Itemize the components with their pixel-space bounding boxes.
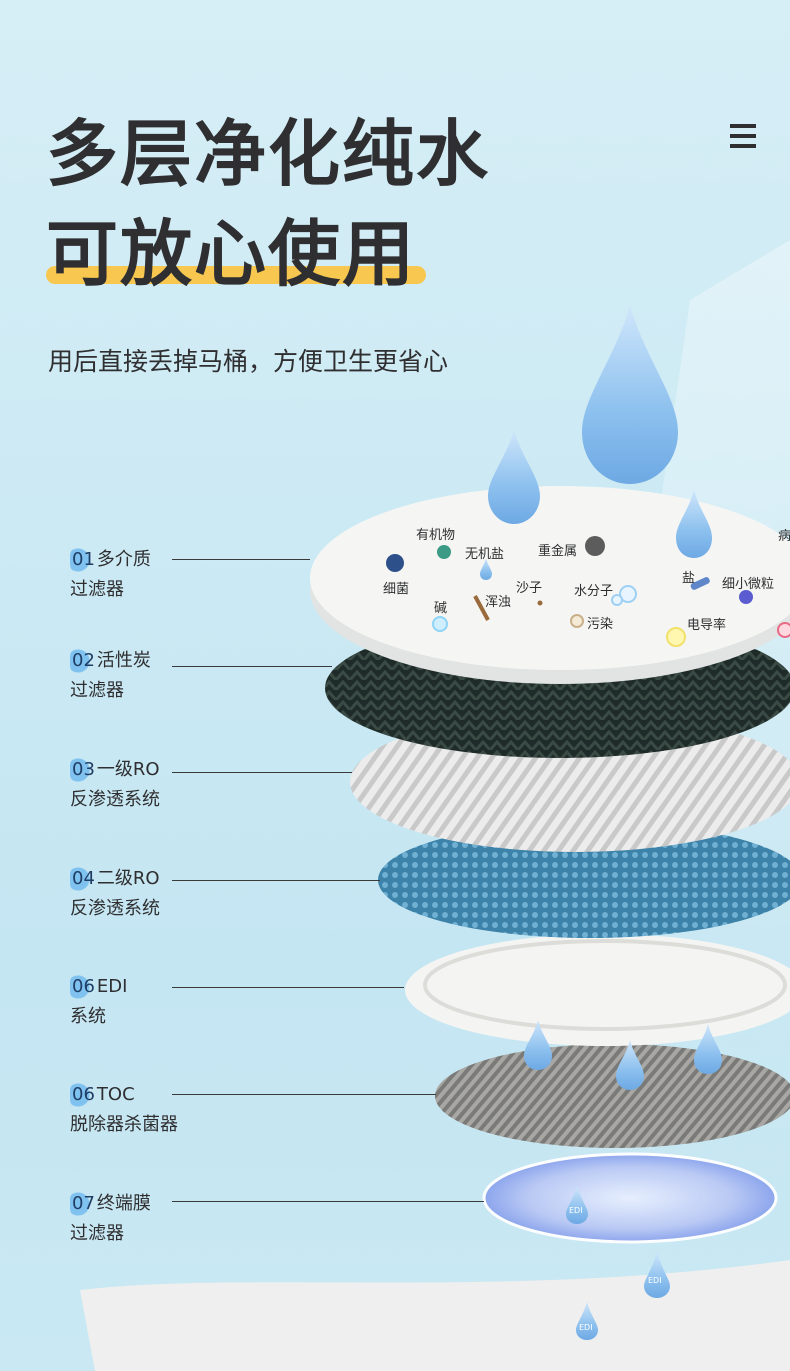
- leader-line: [172, 1201, 484, 1202]
- layer-subname: 系统: [70, 1006, 106, 1027]
- contaminant-label: 沙子: [516, 581, 543, 596]
- layer-number: 01: [70, 545, 97, 575]
- contaminant-label: 水分子: [574, 584, 614, 599]
- headline-line-1: 多层净化纯水: [46, 112, 491, 196]
- layer-name: 活性炭: [96, 650, 151, 671]
- layer-name: 多介质: [96, 549, 151, 570]
- layer-subname: 过滤器: [70, 1223, 124, 1244]
- headline-highlight: [46, 266, 426, 284]
- layer-subname: 反渗透系统: [70, 789, 160, 810]
- subtitle: 用后直接丢掉马桶，方便卫生更省心: [48, 347, 449, 376]
- contaminant-label: 浑浊: [485, 595, 512, 610]
- drop-edi-label: EDI: [579, 1323, 593, 1332]
- leader-line: [172, 559, 310, 560]
- leader-line: [172, 666, 332, 667]
- layer-subname: 过滤器: [70, 579, 124, 600]
- layer-subname: 脱除器杀菌器: [70, 1114, 178, 1135]
- contaminant-label: 有机物: [416, 528, 456, 543]
- drop-edi-label: EDI: [648, 1276, 662, 1285]
- headline-line-2: 可放心使用: [46, 212, 417, 296]
- contaminant-label: 电导率: [687, 618, 727, 633]
- layer-name: 一级RO: [96, 759, 160, 780]
- contaminant-label: 重金属: [538, 544, 578, 559]
- layer-subname: 反渗透系统: [70, 898, 160, 919]
- layer-number: 07: [70, 1189, 97, 1219]
- leader-line: [172, 772, 352, 773]
- leader-line: [172, 880, 380, 881]
- contaminant-label: 细菌: [383, 582, 410, 597]
- contaminant-label: 病: [778, 529, 790, 544]
- layer-name: 终端膜: [96, 1193, 151, 1214]
- leader-line: [172, 1094, 436, 1095]
- layer-subname: 过滤器: [70, 680, 124, 701]
- drop-edi-label: EDI: [569, 1206, 583, 1215]
- layer-number: 06: [70, 972, 97, 1002]
- layer-name: 二级RO: [96, 868, 160, 889]
- contaminant-label: 碱: [434, 601, 448, 616]
- contaminant-label: 污染: [587, 617, 614, 632]
- layer-number: 04: [70, 864, 97, 894]
- layer-number: 03: [70, 755, 97, 785]
- menu-icon[interactable]: [730, 124, 756, 154]
- contaminant-label: 细小微粒: [722, 577, 775, 592]
- contaminant-label: 盐: [682, 571, 696, 586]
- layer-number: 02: [70, 646, 97, 676]
- layer-name: EDI: [96, 976, 128, 997]
- contaminant-label: 无机盐: [465, 547, 505, 562]
- leader-line: [172, 987, 404, 988]
- layer-number: 06: [70, 1080, 97, 1110]
- layer-name: TOC: [96, 1084, 135, 1105]
